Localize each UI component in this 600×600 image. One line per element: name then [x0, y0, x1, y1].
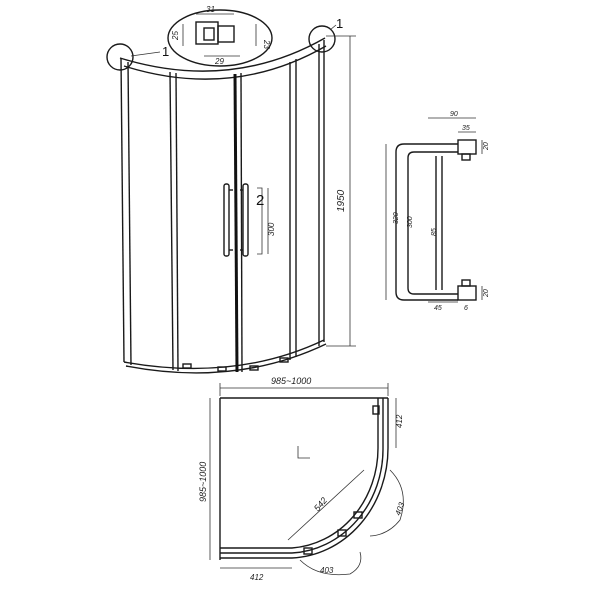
handle-bracket-h-bottom-label: 20 [483, 289, 490, 298]
height-label: 1950 [336, 189, 347, 212]
handle-right [242, 183, 249, 257]
handle-depth-label: 90 [450, 111, 458, 118]
front-view: 1 1 2 300 1950 [106, 16, 356, 374]
handle-center-label: 85 [431, 228, 438, 236]
handle-bar [395, 143, 458, 301]
plan-radius-line [287, 469, 365, 541]
handle-300-label: 300 [407, 216, 414, 228]
handle-bracket-w-label: 35 [462, 125, 470, 132]
callout-circle-right [308, 25, 336, 53]
plan-door-right-label: 403 [393, 501, 406, 517]
handle-bracket-top [457, 139, 477, 155]
door-meeting-line [233, 73, 239, 373]
plan-door-bottom-label: 403 [320, 566, 334, 575]
top-frame [119, 37, 326, 72]
plan-door-arc [291, 447, 379, 549]
handle-bracket-h-top-label: 20 [483, 142, 490, 151]
profile-zoom-ellipse [167, 9, 273, 67]
profile-w-bottom: 29 [214, 57, 224, 66]
callout-1-right: 1 [336, 16, 343, 31]
plan-straight-bottom-label: 412 [250, 573, 264, 582]
callout-2: 2 [256, 192, 264, 209]
handle-total-label: 320 [393, 212, 400, 224]
plan-depth-label: 985~1000 [198, 462, 208, 502]
handle-offset-label: 45 [434, 305, 442, 312]
handle-bracket-bottom [457, 285, 477, 301]
profile-h-right: 23 [262, 39, 271, 49]
handle-thickness-label: 6 [464, 305, 468, 312]
profile-h-left: 25 [171, 31, 180, 41]
profile-detail: 31 29 25 23 [167, 5, 273, 67]
bottom-frame [123, 339, 325, 370]
plan-straight-right-label: 412 [395, 414, 404, 428]
plan-radius-label: 542 [312, 495, 329, 513]
left-post [120, 57, 125, 363]
callout-circle-left [106, 43, 134, 71]
handle-detail: 90 35 20 20 320 300 85 45 6 [385, 111, 490, 312]
handle-left [223, 183, 230, 257]
handle-length-label: 300 [267, 222, 276, 236]
callout-1-left: 1 [162, 44, 169, 59]
profile-w-top: 31 [206, 5, 215, 14]
plan-width-label: 985~1000 [271, 376, 311, 386]
plan-view: 985~1000 985~1000 542 412 412 403 403 [198, 376, 407, 582]
